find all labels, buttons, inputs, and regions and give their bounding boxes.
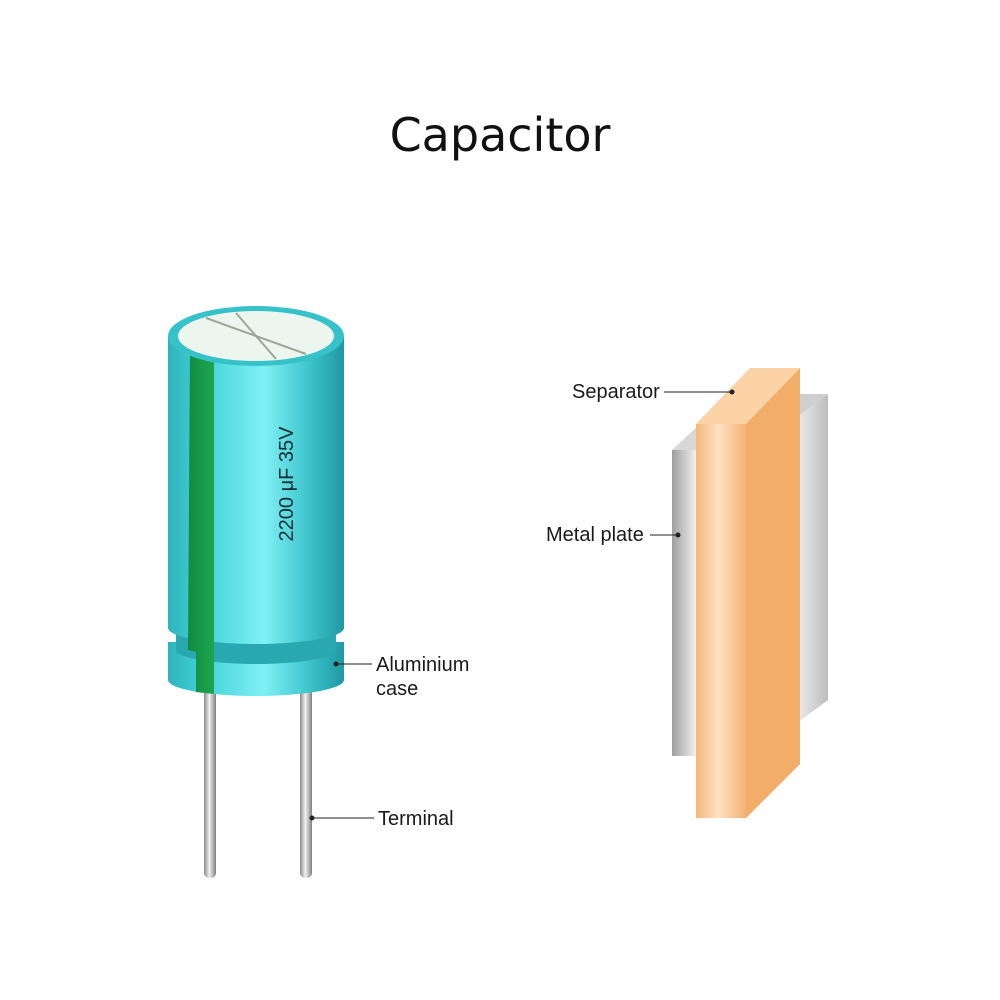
callout-dot: [675, 532, 681, 538]
label-terminal: Terminal: [378, 808, 454, 830]
separator-face: [696, 424, 746, 818]
diagram-title: Capacitor: [389, 108, 611, 162]
right-terminal-lead: [300, 688, 312, 878]
electrolytic-capacitor: 2200 μF 35V: [168, 306, 344, 878]
separator-side: [746, 368, 800, 818]
vent-score-line: [235, 312, 277, 360]
capacitor-callouts: Aluminium case Terminal: [309, 654, 469, 830]
plate-structure: [672, 368, 828, 818]
capacitance-rating: 2200 μF 35V: [276, 426, 298, 542]
separator-top: [696, 368, 800, 424]
label-aluminium-case: Aluminium: [376, 654, 469, 676]
left-terminal-lead: [204, 688, 216, 878]
label-aluminium-case-line2: case: [376, 678, 418, 700]
callout-dot: [729, 389, 735, 395]
label-metal-plate: Metal plate: [546, 524, 644, 546]
polarity-stripe: [188, 344, 214, 694]
plate-callouts: Separator Metal plate: [546, 381, 735, 546]
label-separator: Separator: [572, 381, 660, 403]
